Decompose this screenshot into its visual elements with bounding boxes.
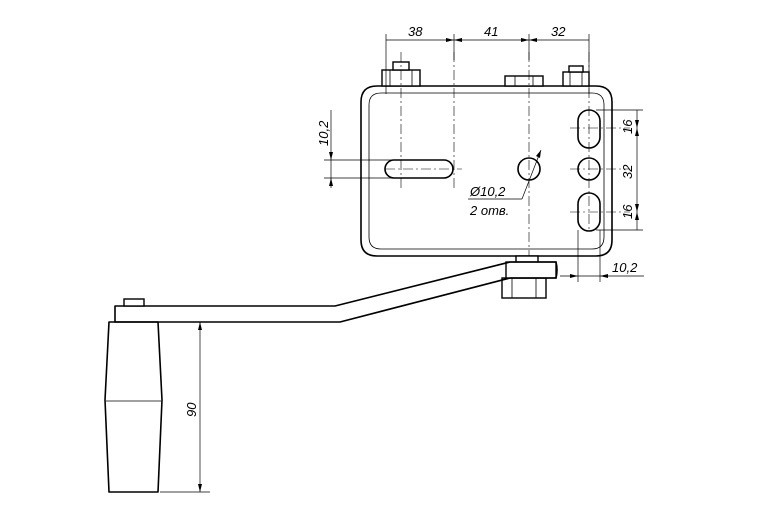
dim-bottom xyxy=(560,230,644,282)
dim-38: 38 xyxy=(408,24,423,39)
horizontal-slot xyxy=(384,159,454,179)
center-lines xyxy=(385,52,630,262)
dim-90: 90 xyxy=(184,402,199,417)
dim-right xyxy=(596,109,643,231)
hole-leader xyxy=(468,149,542,200)
hole-count-label: 2 отв. xyxy=(469,203,509,218)
bolt-top-right xyxy=(562,65,590,87)
dim-handle xyxy=(160,322,210,493)
handle xyxy=(104,298,163,493)
hole-diameter-label: Ø10,2 xyxy=(469,184,506,199)
bracket-plate xyxy=(360,85,613,257)
nut-top-middle xyxy=(504,75,544,87)
dim-left xyxy=(324,110,392,188)
dim-41: 41 xyxy=(484,24,498,39)
dim-10-2-left: 10,2 xyxy=(316,120,331,146)
dim-32-right: 32 xyxy=(620,164,635,179)
crank-arm xyxy=(114,261,558,323)
dim-16-bottom: 16 xyxy=(620,204,635,219)
dim-16-top: 16 xyxy=(620,119,635,134)
pivot-bolt xyxy=(501,255,557,299)
dim-32-top: 32 xyxy=(551,24,566,39)
dim-top xyxy=(385,34,590,94)
dim-10-2-bottom: 10,2 xyxy=(612,260,638,275)
